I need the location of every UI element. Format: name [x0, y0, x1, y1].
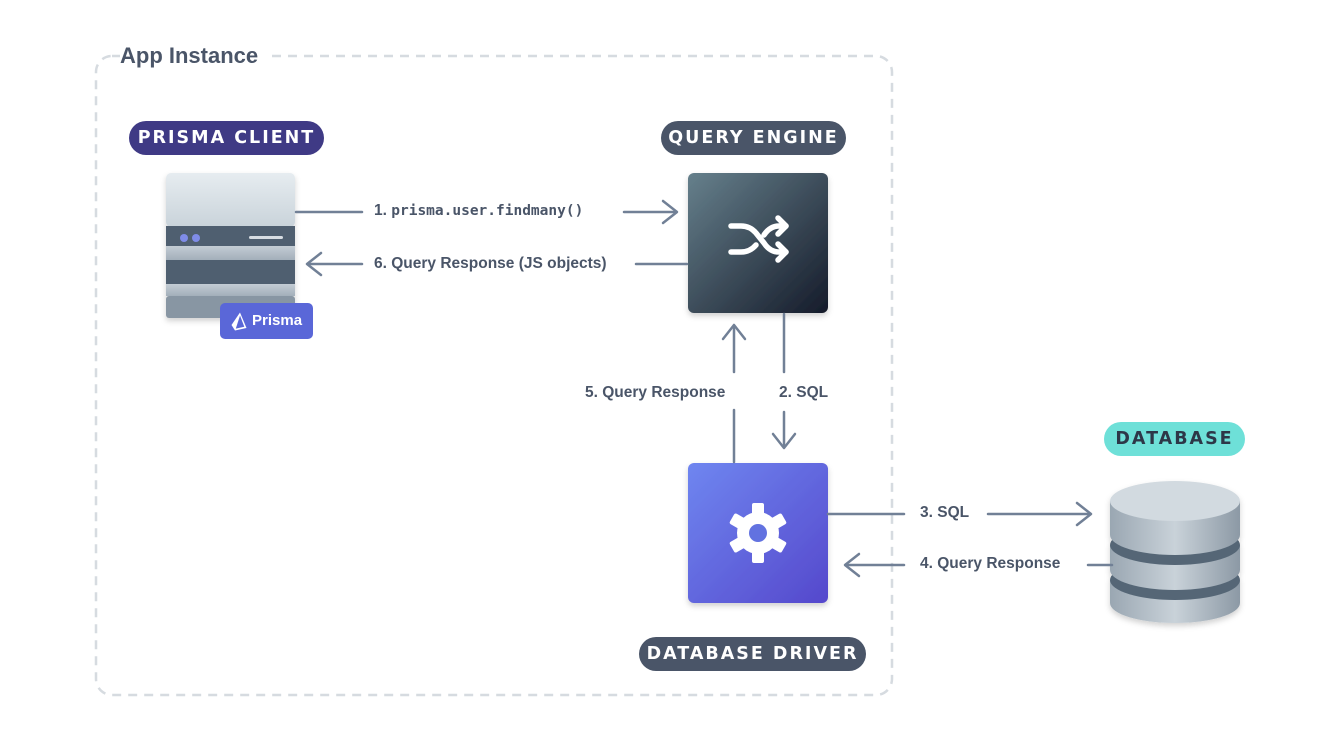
- app-instance-boundary: [94, 54, 894, 697]
- prisma-badge-label: Prisma: [252, 312, 303, 329]
- database-pill: DATABASE: [1104, 422, 1245, 456]
- query-engine-pill: QUERY ENGINE: [661, 121, 846, 155]
- edge-label-step1-code: prisma.user.findmany(): [391, 203, 584, 219]
- shuffle-icon: [728, 215, 789, 263]
- prisma-logo-icon: [231, 312, 247, 331]
- edge-label-step5: 5. Query Response: [585, 384, 726, 401]
- database-cylinder-icon: [1110, 481, 1240, 623]
- prisma-client-pill: PRISMA CLIENT: [129, 121, 324, 155]
- query-engine-box: [688, 173, 828, 313]
- edge-label-step4: 4. Query Response: [920, 555, 1061, 572]
- gear-icon: [729, 503, 787, 563]
- app-instance-title: App Instance: [120, 43, 271, 69]
- edge-label-step6: 6. Query Response (JS objects): [374, 255, 607, 272]
- edge-label-step2: 2. SQL: [779, 384, 829, 401]
- database-driver-pill: DATABASE DRIVER: [639, 637, 866, 671]
- edge-label-step1-prefix: 1.: [374, 202, 387, 219]
- edge-label-step3: 3. SQL: [920, 504, 970, 521]
- prisma-badge: Prisma: [220, 303, 313, 339]
- edge-label-step1: 1. prisma.user.findmany(): [374, 202, 583, 220]
- server-icon: [166, 173, 295, 318]
